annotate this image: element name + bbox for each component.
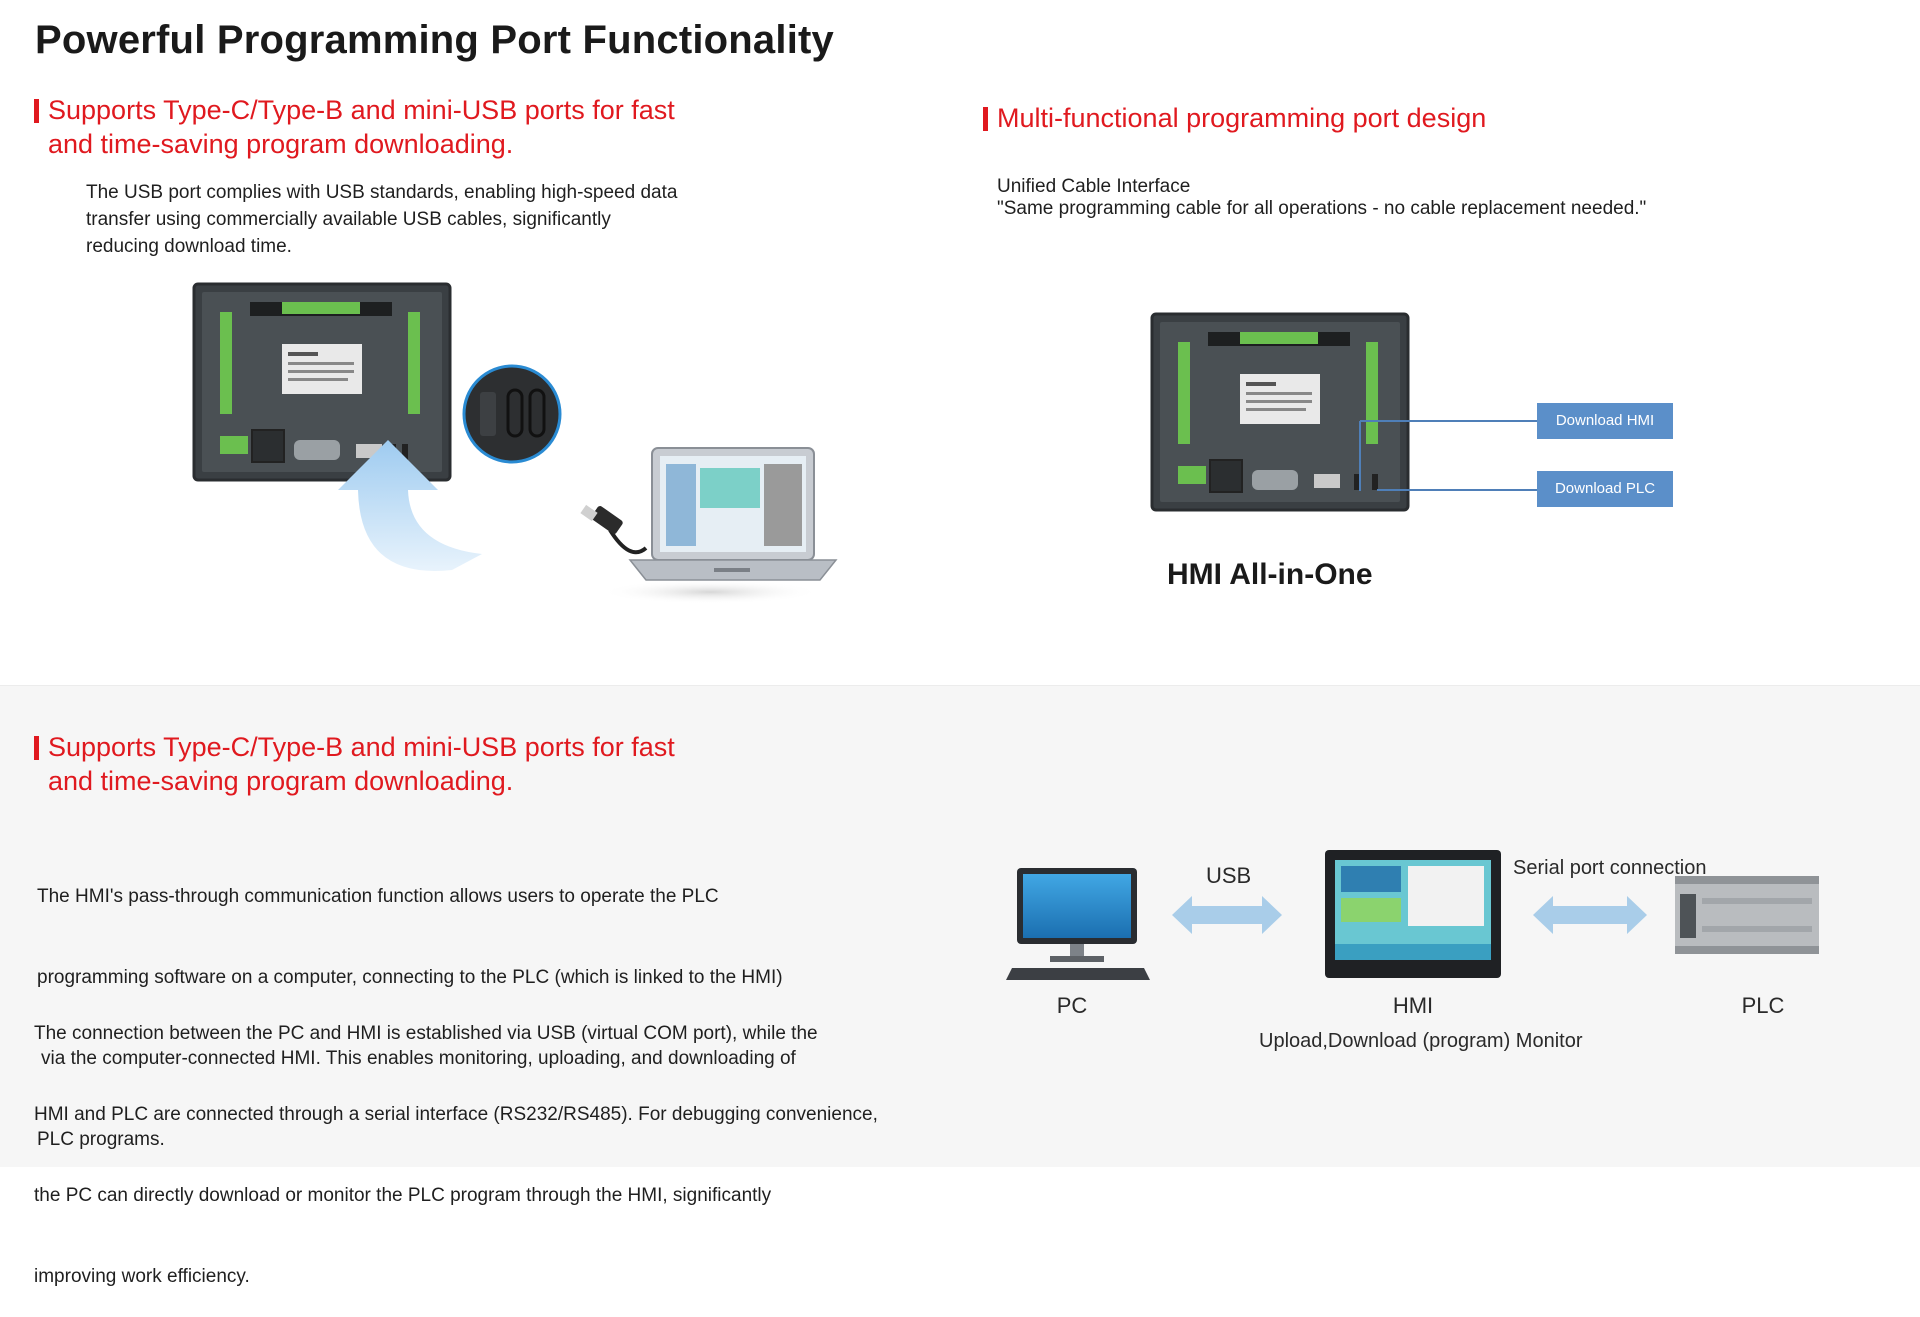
connection-diagram	[1006, 850, 1819, 980]
pc-icon	[1006, 868, 1150, 980]
laptop-icon	[600, 447, 838, 604]
usb-description-line: reducing download time.	[86, 236, 292, 257]
connection-line: The connection between the PC and HMI is…	[34, 1023, 818, 1044]
pass-through-line: The HMI's pass-through communication fun…	[37, 886, 719, 907]
hmi-icon	[1325, 850, 1501, 978]
serial-port-label: Serial port connection	[1513, 857, 1707, 879]
serial-double-arrow-icon	[1533, 896, 1647, 934]
hmi-back-panel-image	[192, 282, 452, 482]
plc-icon	[1675, 876, 1819, 954]
upload-arrow-icon	[338, 440, 482, 571]
usb-double-arrow-icon	[1172, 896, 1282, 934]
usb-cable-icon	[580, 504, 648, 555]
pass-through-line: PLC programs.	[37, 1129, 165, 1150]
section-heading-pass-through: Supports Type-C/Type-B and mini-USB port…	[34, 730, 675, 798]
download-hmi-label: Download HMI	[1537, 403, 1673, 439]
heading-line-2: and time-saving program downloading.	[48, 766, 514, 796]
unified-cable-quote: "Same programming cable for all operatio…	[997, 198, 1647, 219]
connection-line: HMI and PLC are connected through a seri…	[34, 1104, 878, 1125]
hmi-all-in-one-panel-image	[1150, 312, 1410, 512]
usb-port-zoom-icon	[462, 364, 562, 464]
usb-download-illustration	[192, 282, 838, 604]
plc-label: PLC	[1741, 993, 1785, 1018]
usb-description: The USB port complies with USB standards…	[86, 179, 677, 260]
unified-cable-text: Unified Cable Interface "Same programmin…	[997, 176, 1646, 220]
pass-through-description: The HMI's pass-through communication fun…	[37, 829, 796, 1180]
pass-through-line: via the computer-connected HMI. This ena…	[41, 1048, 796, 1069]
port-connector-lines	[1359, 420, 1537, 491]
usb-label: USB	[1206, 863, 1252, 888]
usb-description-line: transfer using commercially available US…	[86, 209, 611, 230]
bottom-section-background	[0, 685, 1920, 1167]
unified-cable-title: Unified Cable Interface	[997, 176, 1191, 197]
connection-line: the PC can directly download or monitor …	[34, 1185, 772, 1206]
heading-line-1: Supports Type-C/Type-B and mini-USB port…	[48, 732, 675, 762]
hmi-label: HMI	[1392, 993, 1434, 1018]
section-heading-usb-ports: Supports Type-C/Type-B and mini-USB port…	[34, 93, 675, 161]
page-title: Powerful Programming Port Functionality	[35, 18, 834, 62]
diagram-caption: Upload,Download (program) Monitor	[1259, 1030, 1583, 1052]
connection-line: improving work efficiency.	[34, 1266, 250, 1287]
section-heading-multi-port: Multi-functional programming port design	[983, 101, 1486, 135]
pass-through-line: programming software on a computer, conn…	[37, 967, 783, 988]
heading-line-1: Supports Type-C/Type-B and mini-USB port…	[48, 95, 675, 125]
hmi-all-in-one-caption: HMI All-in-One	[1167, 558, 1373, 591]
connection-description: The connection between the PC and HMI is…	[34, 966, 878, 1317]
usb-description-line: The USB port complies with USB standards…	[86, 182, 678, 203]
download-plc-label: Download PLC	[1537, 471, 1673, 507]
pc-label: PC	[1056, 993, 1088, 1018]
heading-line-2: and time-saving program downloading.	[48, 129, 514, 159]
